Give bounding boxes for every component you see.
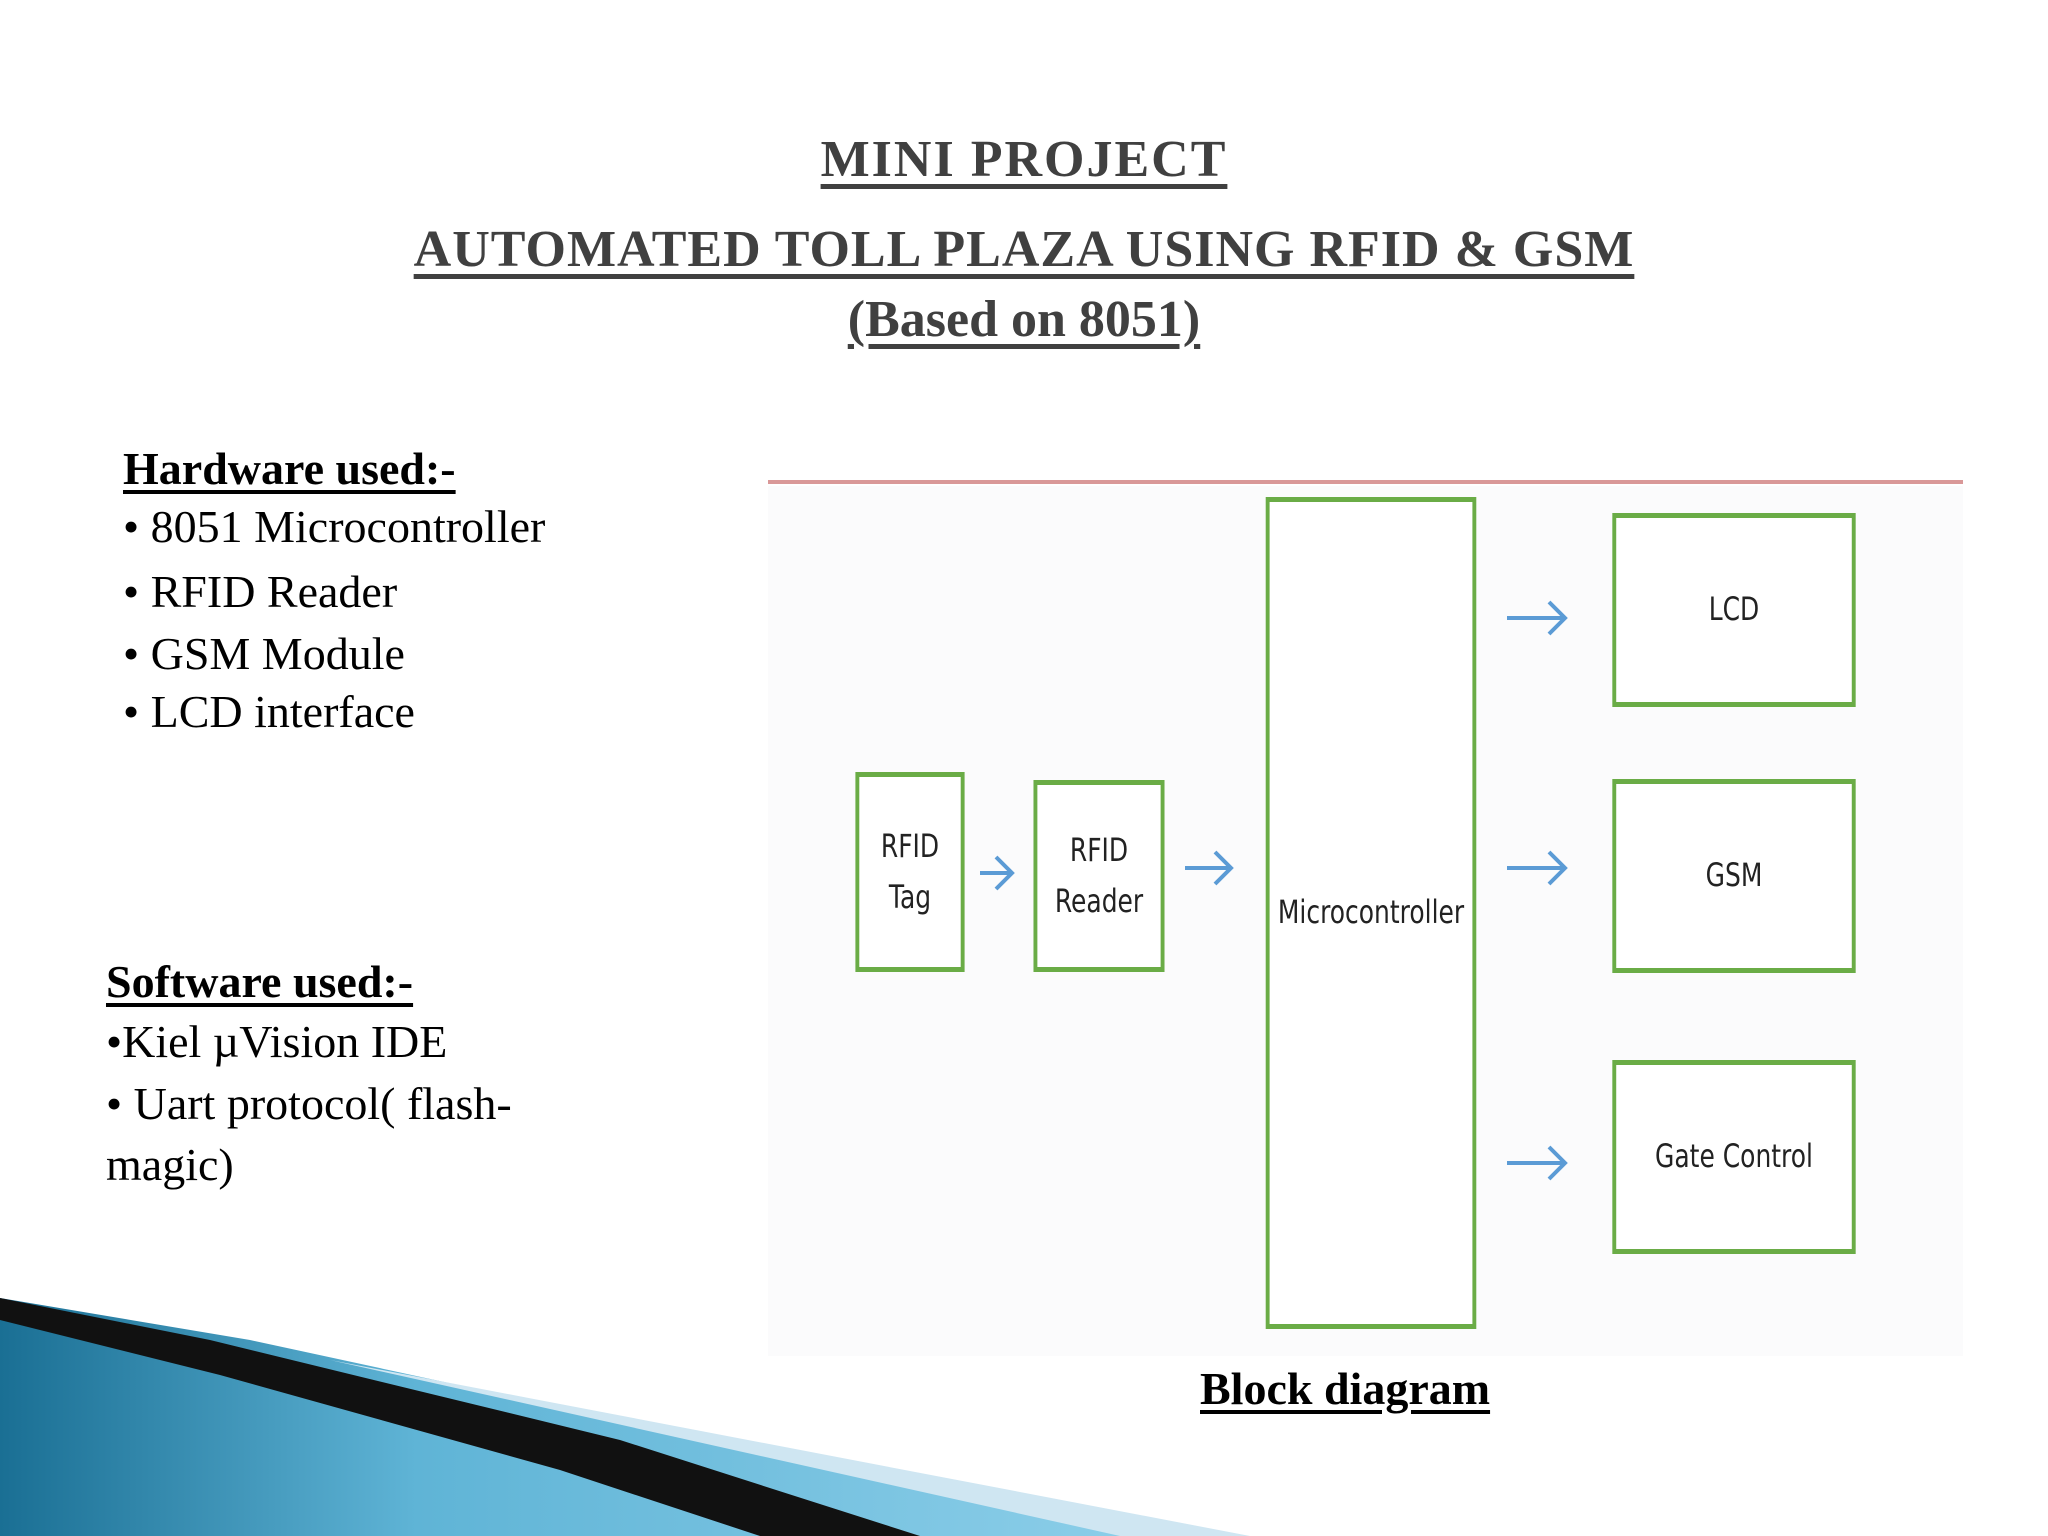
- block-gsm: GSM: [1612, 779, 1856, 973]
- arrow-mcu-to-gate-icon: [1507, 1145, 1568, 1181]
- hardware-item-gsm-module: • GSM Module: [123, 628, 405, 679]
- title-mini-project: MINI PROJECT: [820, 131, 1228, 188]
- arrow-tag-to-reader-icon: [980, 855, 1015, 891]
- title-project-name: AUTOMATED TOLL PLAZA USING RFID & GSM: [413, 221, 1635, 278]
- block-gate-control: Gate Control: [1612, 1060, 1856, 1254]
- block-microcontroller: Microcontroller: [1265, 497, 1477, 1329]
- gate-control-label: Gate Control: [1655, 1137, 1813, 1176]
- arrow-mcu-to-gsm-icon: [1507, 850, 1568, 886]
- rfid-reader-label-line2: Reader: [1054, 882, 1144, 920]
- software-item-uart: • Uart protocol( flash-: [106, 1078, 512, 1129]
- rfid-tag-label: RFID Tag: [880, 826, 940, 916]
- hardware-item-microcontroller: • 8051 Microcontroller: [123, 501, 546, 552]
- gsm-label: GSM: [1705, 856, 1763, 895]
- block-diagram-caption: Block diagram: [1200, 1363, 1491, 1414]
- arrow-mcu-to-lcd-icon: [1507, 600, 1568, 636]
- block-rfid-reader: RFID Reader: [1033, 780, 1165, 972]
- title-based-on: (Based on 8051): [847, 291, 1201, 348]
- hardware-item-lcd-interface: • LCD interface: [123, 686, 415, 737]
- arrow-reader-to-mcu-icon: [1185, 850, 1234, 886]
- microcontroller-label: Microcontroller: [1277, 893, 1465, 932]
- block-lcd: LCD: [1612, 513, 1856, 707]
- software-item-keil: •Kiel µVision IDE: [106, 1016, 448, 1067]
- software-heading: Software used:-: [106, 956, 414, 1007]
- hardware-item-rfid-reader: • RFID Reader: [123, 566, 398, 617]
- diagram-top-rule: [768, 480, 1963, 484]
- block-rfid-tag: RFID Tag: [855, 772, 965, 972]
- rfid-reader-label-line1: RFID: [1069, 830, 1129, 869]
- hardware-heading: Hardware used:-: [123, 443, 456, 494]
- software-item-uart-cont: magic): [106, 1139, 234, 1190]
- lcd-label: LCD: [1708, 590, 1760, 629]
